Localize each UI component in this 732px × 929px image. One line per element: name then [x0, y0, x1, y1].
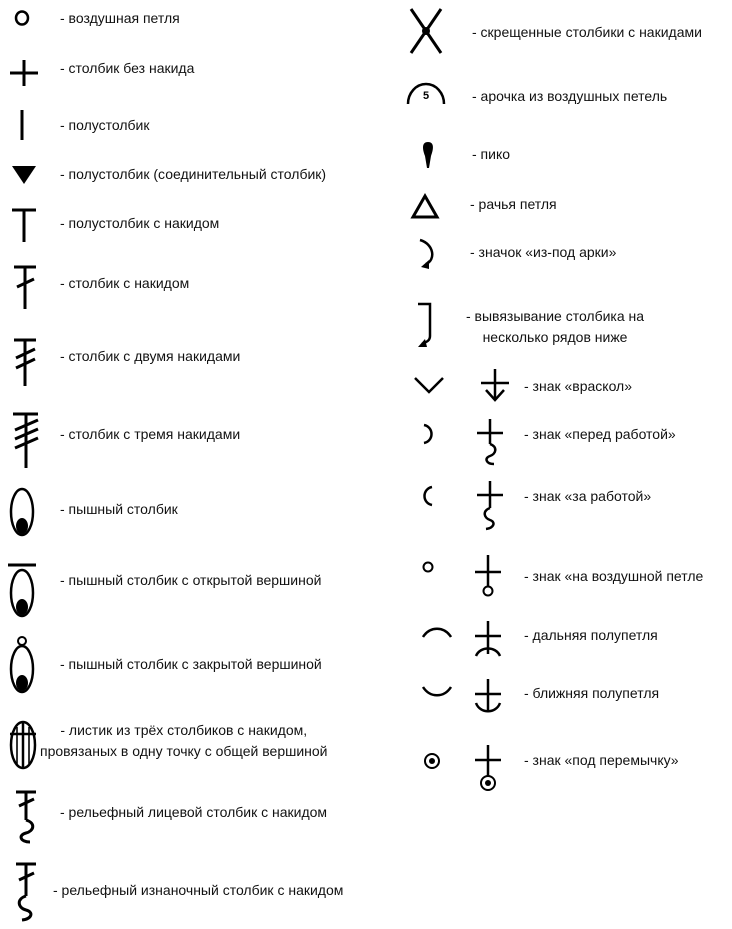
- spike-stitch-label-line-1: - вывязывание столбика на: [466, 308, 645, 324]
- behind-work-label: - знак «за работой»: [524, 488, 652, 504]
- on-chain-loop-icon: [470, 552, 506, 600]
- double-treble-crochet-icon: [8, 412, 46, 470]
- reverse-single-crochet-icon: [410, 192, 440, 220]
- double-crochet-label: - столбик с накидом: [60, 275, 190, 291]
- reverse-single-crochet-label: - рачья петля: [470, 196, 557, 212]
- single-crochet-label: - столбик без накида: [60, 60, 195, 76]
- crossed-double-crochet-label: - скрещенные столбики с накидами: [472, 24, 702, 40]
- under-arch-icon: [412, 236, 438, 272]
- under-arch-label: - значок «из-под арки»: [470, 244, 617, 260]
- spike-stitch-label: - вывязывание столбика на несколько рядо…: [466, 306, 644, 348]
- front-loop-label: - ближняя полупетля: [524, 685, 660, 701]
- puff-stitch-open-top-label: - пышный столбик с открытой вершиной: [60, 572, 322, 588]
- puff-stitch-icon: [6, 485, 38, 539]
- crossed-double-crochet-icon: [406, 6, 446, 56]
- double-crochet-icon: [8, 265, 44, 311]
- chain-arch-label: - арочка из воздушных петель: [472, 88, 668, 104]
- chain-stitch-label: - воздушная петля: [60, 10, 180, 26]
- chain-stitch-icon: [12, 8, 32, 28]
- picot-label: - пико: [472, 146, 511, 162]
- puff-stitch-closed-top-icon: [6, 636, 38, 696]
- chain-arch-number: 5: [423, 90, 429, 102]
- on-chain-loop-label: - знак «на воздушной петле: [524, 568, 704, 584]
- spread-stitch-label: - знак «враскол»: [524, 378, 633, 394]
- puff-stitch-closed-top-label: - пышный столбик с закрытой вершиной: [60, 656, 322, 672]
- behind-work-bracket-icon: [420, 484, 436, 508]
- front-of-work-label: - знак «перед работой»: [524, 426, 676, 442]
- back-post-double-crochet-icon: [10, 862, 42, 922]
- puff-stitch-label: - пышный столбик: [60, 501, 178, 517]
- back-loop-icon: [470, 618, 506, 660]
- slip-stitch-icon: [14, 108, 30, 142]
- slip-stitch-joining-label: - полустолбик (соединительный столбик): [60, 166, 327, 182]
- double-treble-crochet-label: - столбик с тремя накидами: [60, 426, 241, 442]
- under-bar-label: - знак «под перемычку»: [524, 752, 679, 768]
- back-loop-arc-icon: [420, 624, 454, 640]
- spread-stitch-icon: [478, 366, 512, 404]
- front-loop-arc-icon: [420, 684, 454, 700]
- spike-stitch-label-line-2: несколько рядов ниже: [482, 329, 628, 345]
- leaf-cluster-label: - листик из трёх столбиков с накидом, пр…: [40, 720, 328, 762]
- picot-icon: [418, 138, 438, 172]
- back-post-double-crochet-label: - рельефный изнаночный столбик с накидом: [53, 882, 344, 898]
- back-loop-label: - дальняя полупетля: [524, 627, 658, 643]
- front-of-work-bracket-icon: [420, 422, 436, 446]
- leaf-cluster-label-line-2: провязаных в одну точку с общей вершиной: [40, 743, 328, 759]
- slip-stitch-label: - полустолбик: [60, 117, 150, 133]
- treble-crochet-label: - столбик с двумя накидами: [60, 348, 241, 364]
- single-crochet-icon: [8, 58, 40, 88]
- treble-crochet-icon: [8, 338, 44, 388]
- spike-stitch-icon: [412, 300, 438, 350]
- under-bar-icon: [470, 742, 506, 794]
- leaf-cluster-icon: [6, 718, 40, 772]
- front-post-double-crochet-label: - рельефный лицевой столбик с накидом: [60, 804, 328, 820]
- front-loop-icon: [470, 676, 506, 718]
- behind-work-icon: [472, 478, 508, 532]
- half-double-crochet-icon: [8, 206, 40, 244]
- front-post-double-crochet-icon: [10, 790, 42, 844]
- front-of-work-icon: [472, 416, 508, 468]
- puff-stitch-open-top-icon: [4, 562, 40, 618]
- under-bar-circle-icon: [422, 751, 442, 771]
- on-chain-loop-circle-icon: [420, 559, 436, 575]
- spread-stitch-v-icon: [412, 374, 446, 396]
- leaf-cluster-label-line-1: - листик из трёх столбиков с накидом,: [60, 722, 308, 738]
- slip-stitch-joining-icon: [10, 162, 38, 186]
- half-double-crochet-label: - полустолбик с накидом: [60, 215, 220, 231]
- chain-arch-icon: 5: [404, 80, 448, 106]
